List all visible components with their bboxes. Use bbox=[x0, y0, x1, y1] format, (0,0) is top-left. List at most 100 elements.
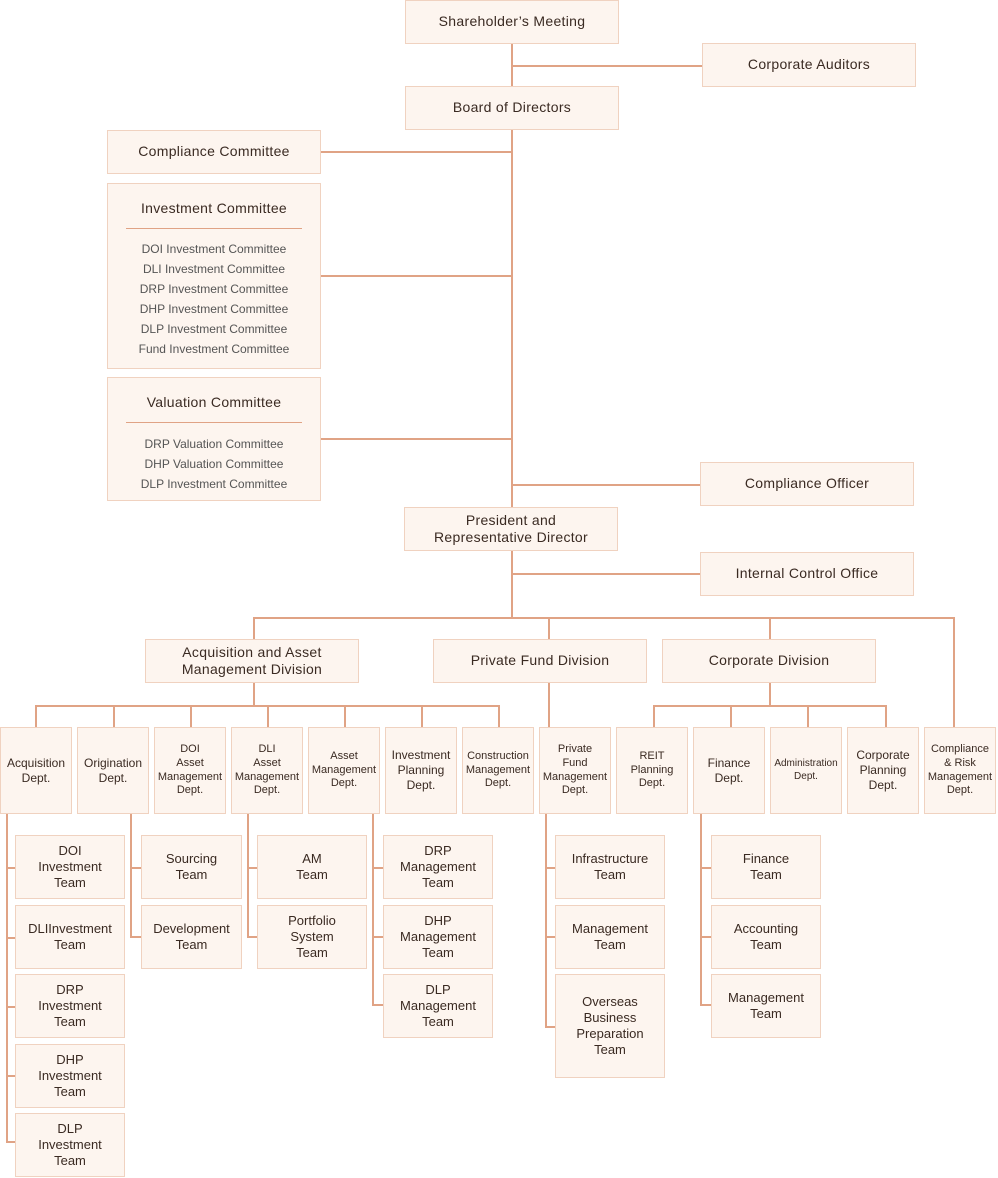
list-item: DRP Valuation Committee bbox=[144, 437, 284, 451]
connector bbox=[807, 705, 809, 728]
list-item: Fund Investment Committee bbox=[138, 342, 290, 356]
asset-management-dept-box: Asset Management Dept. bbox=[308, 727, 380, 814]
connector bbox=[545, 814, 547, 1027]
connector bbox=[372, 936, 384, 938]
connector bbox=[321, 275, 512, 277]
overseas-business-preparation-team-box: Overseas Business Preparation Team bbox=[555, 974, 665, 1078]
corporate-planning-dept-box: Corporate Planning Dept. bbox=[847, 727, 919, 814]
pf-management-team-box: Management Team bbox=[555, 905, 665, 969]
connector bbox=[511, 551, 513, 618]
list-item: DLP Investment Committee bbox=[140, 322, 288, 336]
connector bbox=[511, 65, 703, 67]
connector bbox=[372, 867, 384, 869]
administration-dept-box: Administration Dept. bbox=[770, 727, 842, 814]
origination-dept-box: Origination Dept. bbox=[77, 727, 149, 814]
connector bbox=[700, 936, 712, 938]
connector bbox=[247, 867, 258, 869]
connector bbox=[700, 867, 712, 869]
connector bbox=[700, 814, 702, 1005]
internal-control-office-box: Internal Control Office bbox=[700, 552, 914, 596]
connector bbox=[953, 617, 955, 728]
connector bbox=[344, 705, 346, 728]
connector bbox=[511, 573, 701, 575]
connector bbox=[653, 705, 887, 707]
list-item: DLI Investment Committee bbox=[142, 262, 286, 276]
dlp-investment-team-box: DLP Investment Team bbox=[15, 1113, 125, 1177]
connector bbox=[548, 617, 550, 640]
connector bbox=[253, 683, 255, 706]
connector bbox=[35, 705, 37, 728]
finance-dept-box: Finance Dept. bbox=[693, 727, 765, 814]
dli-asset-management-dept-box: DLI Asset Management Dept. bbox=[231, 727, 303, 814]
connector bbox=[6, 1006, 16, 1008]
connector bbox=[730, 705, 732, 728]
list-item: DHP Investment Committee bbox=[139, 302, 289, 316]
connector bbox=[653, 705, 655, 728]
private-fund-division-box: Private Fund Division bbox=[433, 639, 647, 683]
connector bbox=[6, 867, 16, 869]
compliance-risk-management-dept-box: Compliance & Risk Management Dept. bbox=[924, 727, 996, 814]
connector bbox=[247, 814, 249, 937]
connector bbox=[421, 705, 423, 728]
valuation-committee-title: Valuation Committee bbox=[146, 394, 282, 410]
connector bbox=[511, 130, 513, 508]
doi-investment-team-box: DOI Investment Team bbox=[15, 835, 125, 899]
accounting-team-box: Accounting Team bbox=[711, 905, 821, 969]
connector bbox=[113, 705, 115, 728]
portfolio-system-team-box: Portfolio System Team bbox=[257, 905, 367, 969]
connector bbox=[372, 814, 374, 1005]
connector bbox=[253, 617, 955, 619]
compliance-committee-box: Compliance Committee bbox=[107, 130, 321, 174]
connector bbox=[130, 867, 142, 869]
am-team-box: AM Team bbox=[257, 835, 367, 899]
list-item: DHP Valuation Committee bbox=[144, 457, 284, 471]
dhp-investment-team-box: DHP Investment Team bbox=[15, 1044, 125, 1108]
connector bbox=[321, 438, 512, 440]
connector bbox=[700, 1004, 712, 1006]
investment-committee-panel: Investment Committee DOI Investment Comm… bbox=[107, 183, 321, 369]
reit-planning-dept-box: REIT Planning Dept. bbox=[616, 727, 688, 814]
investment-committee-list: DOI Investment Committee DLI Investment … bbox=[108, 239, 320, 359]
infrastructure-team-box: Infrastructure Team bbox=[555, 835, 665, 899]
connector bbox=[190, 705, 192, 728]
divider bbox=[126, 228, 302, 229]
valuation-committee-list: DRP Valuation Committee DHP Valuation Co… bbox=[108, 434, 320, 494]
connector bbox=[545, 867, 556, 869]
connector bbox=[253, 617, 255, 640]
drp-management-team-box: DRP Management Team bbox=[383, 835, 493, 899]
connector bbox=[545, 936, 556, 938]
connector bbox=[6, 1075, 16, 1077]
finance-team-box: Finance Team bbox=[711, 835, 821, 899]
connector bbox=[321, 151, 512, 153]
connector bbox=[267, 705, 269, 728]
connector bbox=[247, 936, 258, 938]
dlp-management-team-box: DLP Management Team bbox=[383, 974, 493, 1038]
connector bbox=[511, 484, 701, 486]
connector bbox=[130, 814, 132, 937]
finance-management-team-box: Management Team bbox=[711, 974, 821, 1038]
drp-investment-team-box: DRP Investment Team bbox=[15, 974, 125, 1038]
connector bbox=[6, 814, 8, 1142]
list-item: DLP Investment Committee bbox=[140, 477, 288, 491]
dli-investment-team-box: DLIInvestment Team bbox=[15, 905, 125, 969]
connector bbox=[6, 937, 16, 939]
acquisition-dept-box: Acquisition Dept. bbox=[0, 727, 72, 814]
corporate-auditors-box: Corporate Auditors bbox=[702, 43, 916, 87]
connector bbox=[769, 683, 771, 706]
president-box: President and Representative Director bbox=[404, 507, 618, 551]
connector bbox=[885, 705, 887, 728]
connector bbox=[372, 1004, 384, 1006]
private-fund-management-dept-box: Private Fund Management Dept. bbox=[539, 727, 611, 814]
investment-committee-title: Investment Committee bbox=[140, 200, 288, 216]
construction-management-dept-box: Construction Management Dept. bbox=[462, 727, 534, 814]
compliance-officer-box: Compliance Officer bbox=[700, 462, 914, 506]
dhp-management-team-box: DHP Management Team bbox=[383, 905, 493, 969]
connector bbox=[130, 936, 142, 938]
sourcing-team-box: Sourcing Team bbox=[141, 835, 242, 899]
valuation-committee-panel: Valuation Committee DRP Valuation Commit… bbox=[107, 377, 321, 501]
acquisition-division-box: Acquisition and Asset Management Divisio… bbox=[145, 639, 359, 683]
shareholders-meeting-box: Shareholder’s Meeting bbox=[405, 0, 619, 44]
list-item: DRP Investment Committee bbox=[139, 282, 289, 296]
connector bbox=[6, 1141, 16, 1143]
